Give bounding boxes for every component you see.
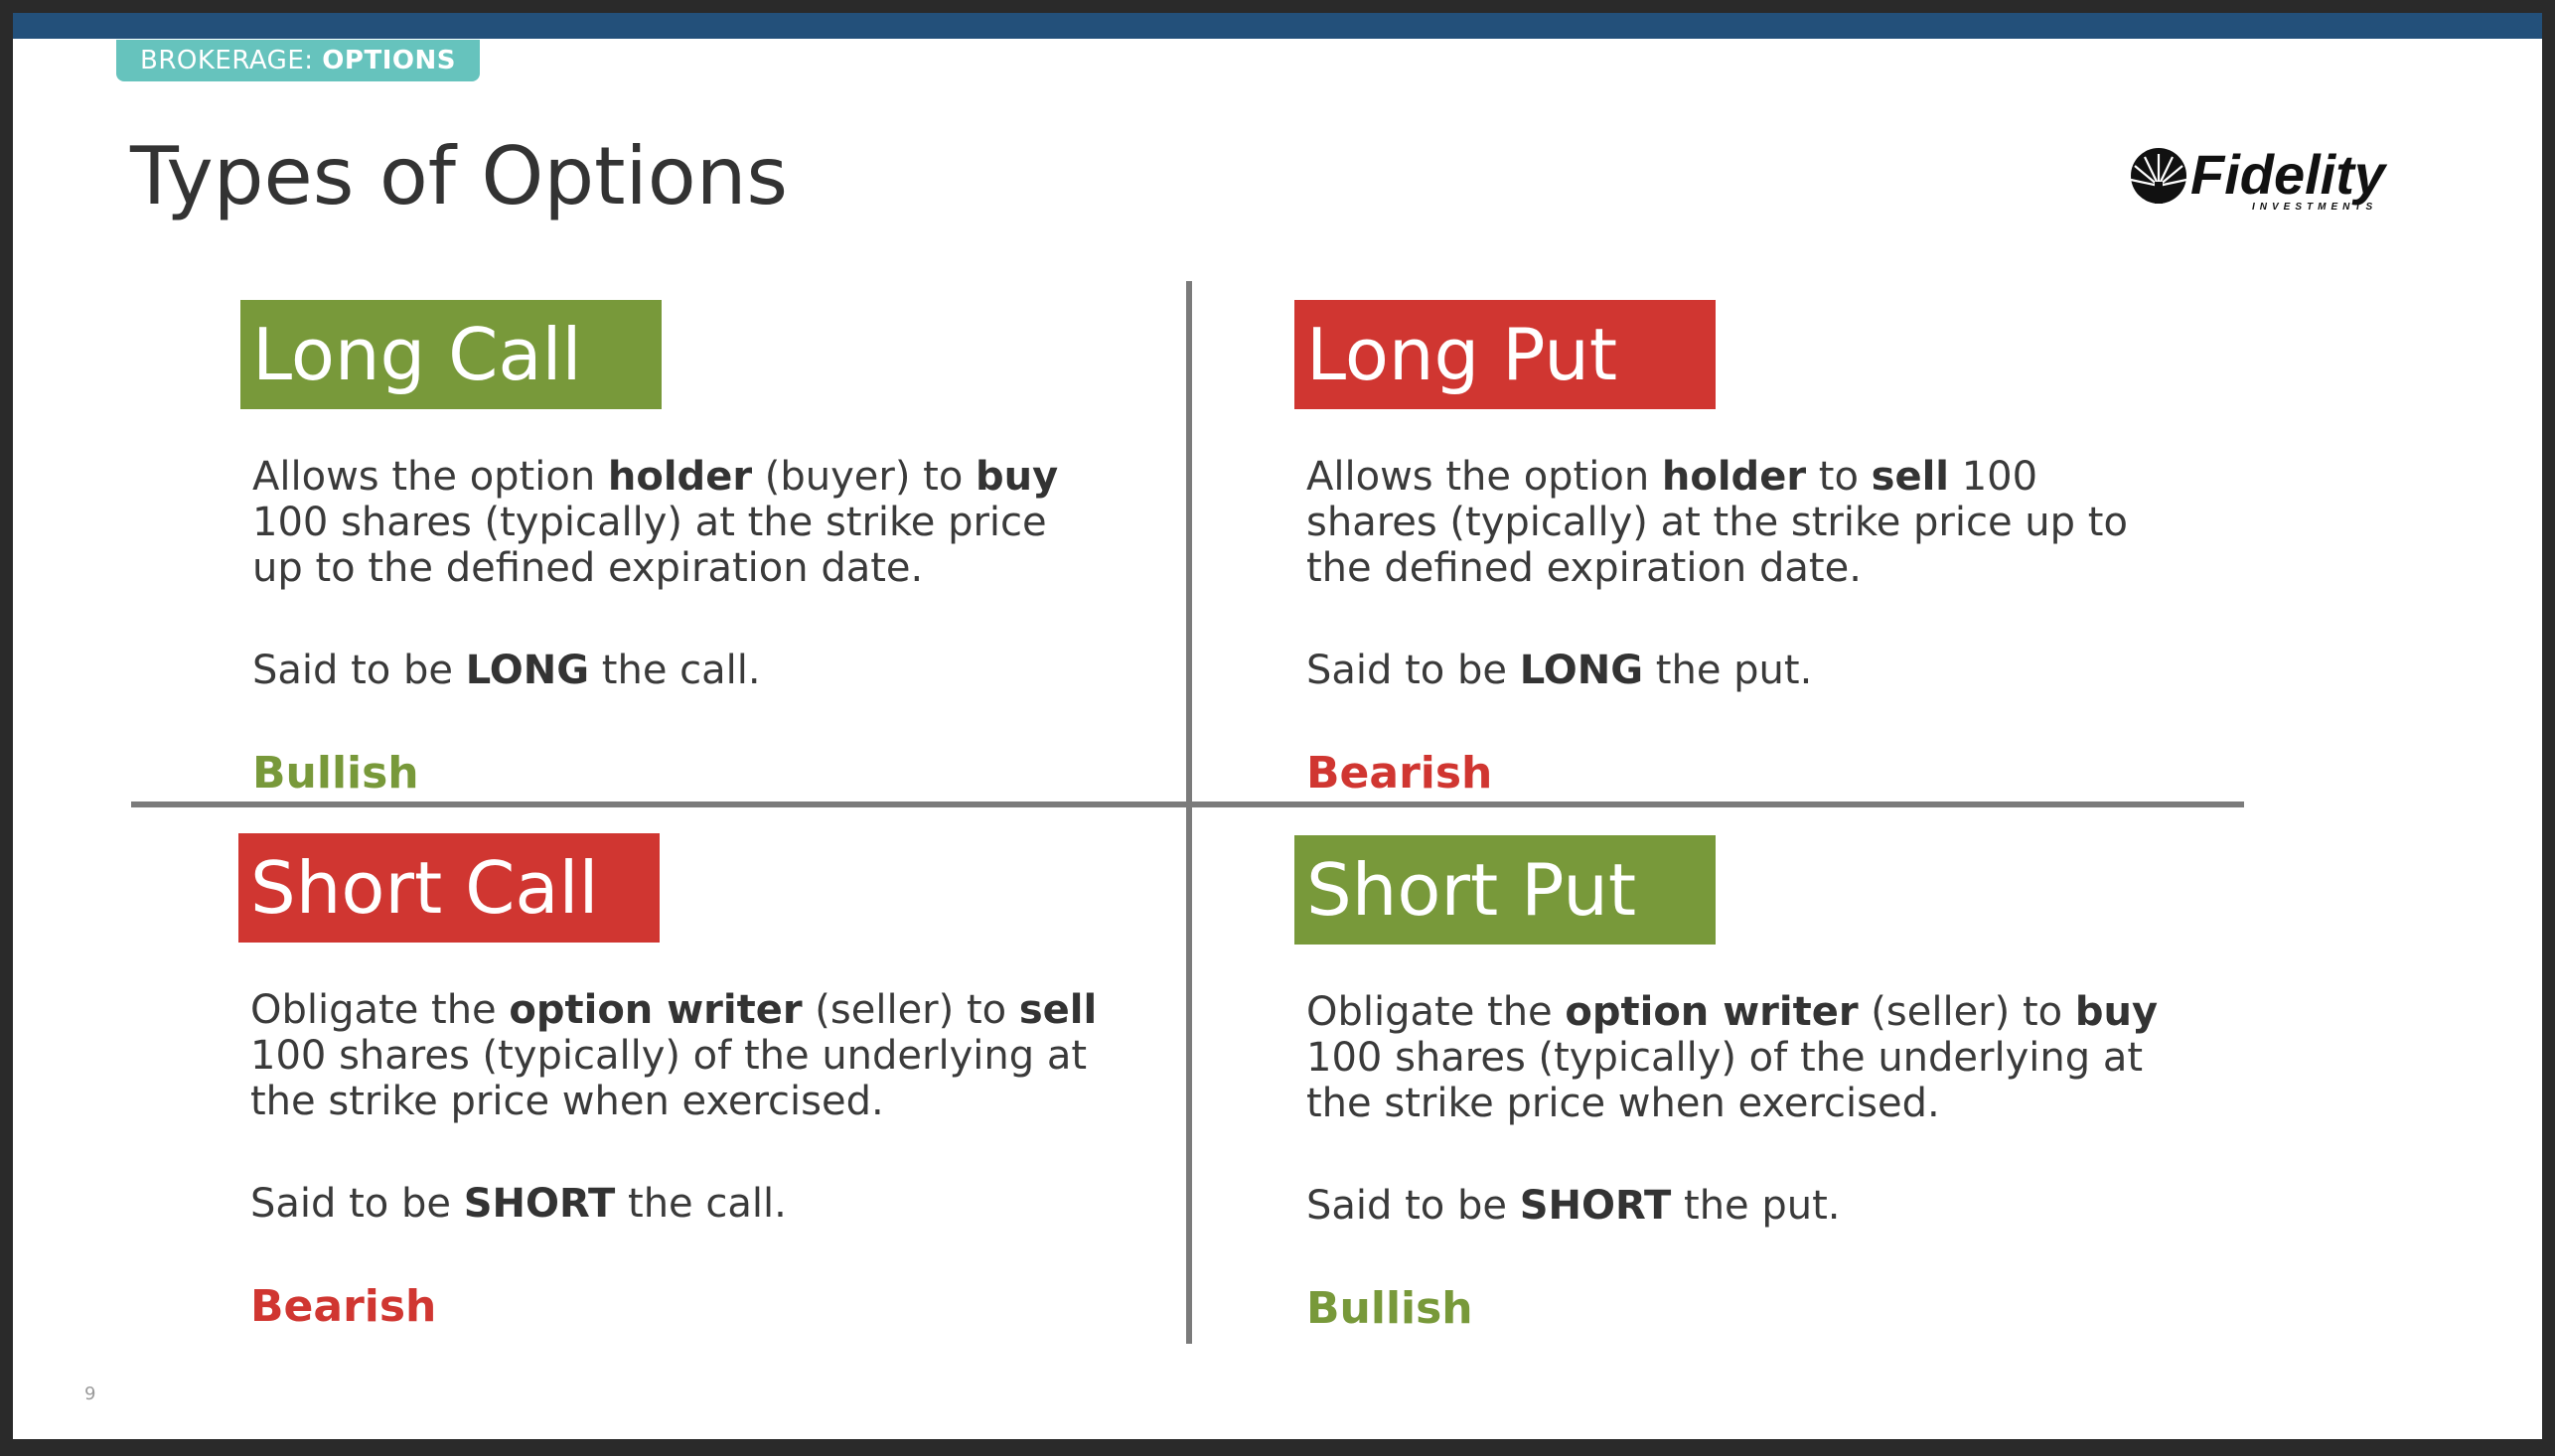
logo-subtext: INVESTMENTS [2252,202,2377,213]
fidelity-logo: Fidelity INVESTMENTS [2130,143,2388,213]
section-tag-prefix: BROKERAGE: [140,46,314,75]
position-text: the put. [1643,648,1813,693]
position-text: Said to be [1306,648,1520,693]
position-emphasis: SHORT [1519,1183,1672,1229]
position-text: the put. [1671,1183,1841,1229]
position-emphasis: LONG [1519,648,1644,693]
quadrant-long-call: Long Call Allows the option holder (buye… [240,300,1134,816]
description-emphasis: buy [2074,989,2159,1035]
position-text: Said to be [1306,1183,1520,1229]
quadrant-position: Said to be SHORT the put. [1306,1183,2161,1229]
top-bar [13,13,2542,39]
description-text: (seller) to [1858,989,2075,1035]
description-emphasis: buy [976,454,1059,500]
description-emphasis: holder [1661,454,1807,500]
quadrant-short-put: Short Put Obligate the option writer (se… [1294,835,2188,1352]
description-text: Obligate the [1306,989,1566,1035]
quadrant-position: Said to be LONG the put. [1306,648,2161,693]
position-emphasis: SHORT [463,1181,616,1227]
description-text: 100 shares (typically) of the underlying… [250,1033,1088,1124]
description-text: Allows the option [1306,454,1662,500]
position-text: Said to be [252,648,466,693]
quadrant-long-put: Long Put Allows the option holder to sel… [1294,300,2188,816]
description-text: Obligate the [250,987,510,1033]
quadrant-label: Long Call [240,300,662,409]
description-text: (buyer) to [752,454,977,500]
position-text: Said to be [250,1181,464,1227]
description-emphasis: sell [1018,987,1098,1033]
quadrant-position: Said to be LONG the call. [252,648,1107,693]
description-emphasis: option writer [1565,989,1859,1035]
description-text: 100 shares (typically) at the strike pri… [1306,454,2128,591]
quadrant-description: Allows the option holder (buyer) to buy … [252,454,1107,591]
position-emphasis: LONG [465,648,590,693]
slide: BROKERAGE: OPTIONS Types of Options Fide… [13,13,2542,1439]
description-text: Allows the option [252,454,608,500]
horizontal-divider [131,801,2244,807]
quadrant-description: Obligate the option writer (seller) to s… [250,987,1105,1124]
quadrant-sentiment: Bullish [252,748,419,799]
description-text: 100 shares (typically) at the strike pri… [252,500,1047,591]
quadrant-sentiment: Bearish [1306,748,1493,799]
quadrant-position: Said to be SHORT the call. [250,1181,1105,1227]
description-emphasis: holder [607,454,753,500]
description-text: (seller) to [802,987,1019,1033]
position-text: the call. [589,648,761,693]
quadrant-label: Long Put [1294,300,1716,409]
quadrant-label: Short Put [1294,835,1716,945]
description-emphasis: sell [1871,454,1949,500]
quadrant-label: Short Call [238,833,660,943]
position-text: the call. [615,1181,787,1227]
quadrant-description: Allows the option holder to sell 100 sha… [1306,454,2161,591]
page-number: 9 [84,1383,96,1404]
quadrant-description: Obligate the option writer (seller) to b… [1306,989,2161,1126]
vertical-divider [1186,281,1192,1344]
section-tag-emphasis: OPTIONS [322,46,456,75]
logo-text: Fidelity [2190,143,2388,206]
page-title: Types of Options [130,130,789,222]
section-tag: BROKERAGE: OPTIONS [116,40,480,81]
description-text: to [1806,454,1872,500]
description-text: 100 shares (typically) of the underlying… [1306,1035,2144,1126]
quadrant-sentiment: Bullish [1306,1283,1473,1334]
quadrant-sentiment: Bearish [250,1281,437,1332]
description-emphasis: option writer [509,987,803,1033]
quadrant-short-call: Short Call Obligate the option writer (s… [238,833,1132,1350]
sunburst-icon [2130,148,2187,204]
